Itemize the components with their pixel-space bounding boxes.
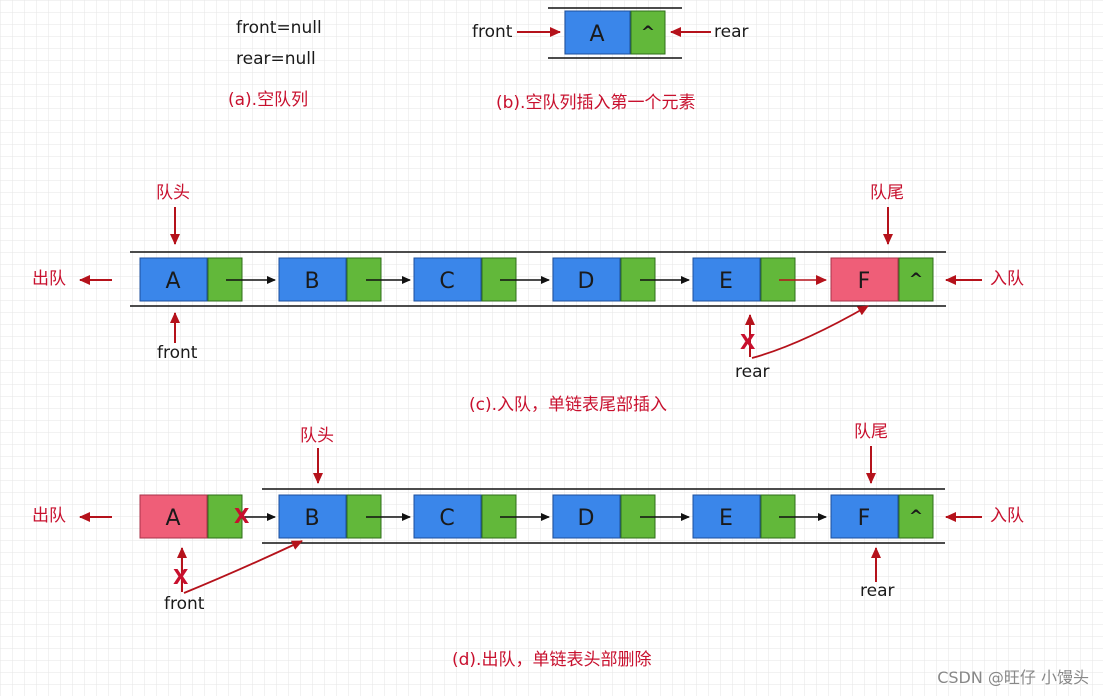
c-node-a-data bbox=[139, 257, 208, 302]
c-node-d-label: D bbox=[578, 269, 595, 294]
caption-b: (b).空队列插入第一个元素 bbox=[496, 93, 696, 113]
caption-a: (a).空队列 bbox=[228, 90, 309, 110]
d-dequeue-label: 出队 bbox=[32, 506, 66, 526]
c-node-e-data bbox=[692, 257, 761, 302]
rear-null-text: rear=null bbox=[236, 49, 316, 69]
c-tail-label: 队尾 bbox=[870, 183, 904, 203]
d-enqueue-label: 入队 bbox=[990, 506, 1024, 526]
c-node-f-pointer bbox=[898, 257, 934, 302]
d-tail-label: 队尾 bbox=[854, 422, 888, 442]
c-node-e-pointer bbox=[760, 257, 796, 302]
c-head-label: 队头 bbox=[156, 183, 190, 203]
c-node-c-data bbox=[413, 257, 482, 302]
d-node-c-data bbox=[413, 494, 482, 539]
d-node-e-data bbox=[692, 494, 761, 539]
d-rear-label: rear bbox=[860, 581, 895, 601]
c-null-caret: ^ bbox=[909, 270, 923, 290]
d-front-cross-mark: X bbox=[173, 565, 189, 589]
c-node-d-data bbox=[552, 257, 621, 302]
node-a-data bbox=[564, 10, 631, 55]
c-rear-label: rear bbox=[735, 362, 770, 382]
panel-c-diagram: A B C D E F ^ bbox=[79, 207, 982, 359]
node-a-label: A bbox=[589, 22, 604, 47]
c-new-rear-arrow bbox=[751, 305, 869, 359]
d-front-label: front bbox=[164, 594, 205, 614]
c-node-f-label: F bbox=[858, 269, 871, 294]
node-a-pointer bbox=[630, 10, 666, 55]
c-node-b-data bbox=[278, 257, 347, 302]
watermark: CSDN @旺仔 小馒头 bbox=[937, 668, 1089, 687]
d-null-caret: ^ bbox=[909, 507, 923, 527]
c-front-label: front bbox=[157, 343, 198, 363]
panel-b-diagram: A ^ bbox=[517, 7, 711, 59]
c-node-a-label: A bbox=[165, 269, 180, 294]
d-node-f-data bbox=[830, 494, 899, 539]
d-node-f-label: F bbox=[858, 506, 871, 531]
d-new-front-arrow bbox=[183, 540, 303, 594]
d-head-label: 队头 bbox=[300, 426, 334, 446]
d-node-b-data bbox=[278, 494, 347, 539]
d-node-a-label: A bbox=[165, 506, 180, 531]
d-node-d-label: D bbox=[578, 506, 595, 531]
d-link-cross-mark: X bbox=[234, 504, 250, 528]
b-rear-label: rear bbox=[714, 22, 749, 42]
d-node-d-data bbox=[552, 494, 621, 539]
c-dequeue-label: 出队 bbox=[32, 269, 66, 289]
d-node-a-pointer bbox=[207, 494, 243, 539]
front-null-text: front=null bbox=[236, 18, 322, 38]
c-enqueue-label: 入队 bbox=[990, 269, 1024, 289]
d-node-e-label: E bbox=[719, 506, 733, 531]
c-node-f-data bbox=[830, 257, 899, 302]
c-node-b-label: B bbox=[304, 269, 319, 294]
caption-c: (c).入队，单链表尾部插入 bbox=[469, 395, 668, 415]
c-node-e-label: E bbox=[719, 269, 733, 294]
d-node-a-data bbox=[139, 494, 208, 539]
caption-d: (d).出队，单链表头部删除 bbox=[452, 650, 652, 670]
b-front-label: front bbox=[472, 22, 513, 42]
null-caret: ^ bbox=[641, 23, 655, 43]
d-node-b-label: B bbox=[304, 506, 319, 531]
panel-d-diagram: A B C D E F ^ bbox=[79, 446, 982, 594]
c-node-c-label: C bbox=[439, 269, 454, 294]
d-node-f-pointer bbox=[898, 494, 934, 539]
c-cross-mark: X bbox=[740, 330, 756, 354]
d-node-c-label: C bbox=[439, 506, 454, 531]
